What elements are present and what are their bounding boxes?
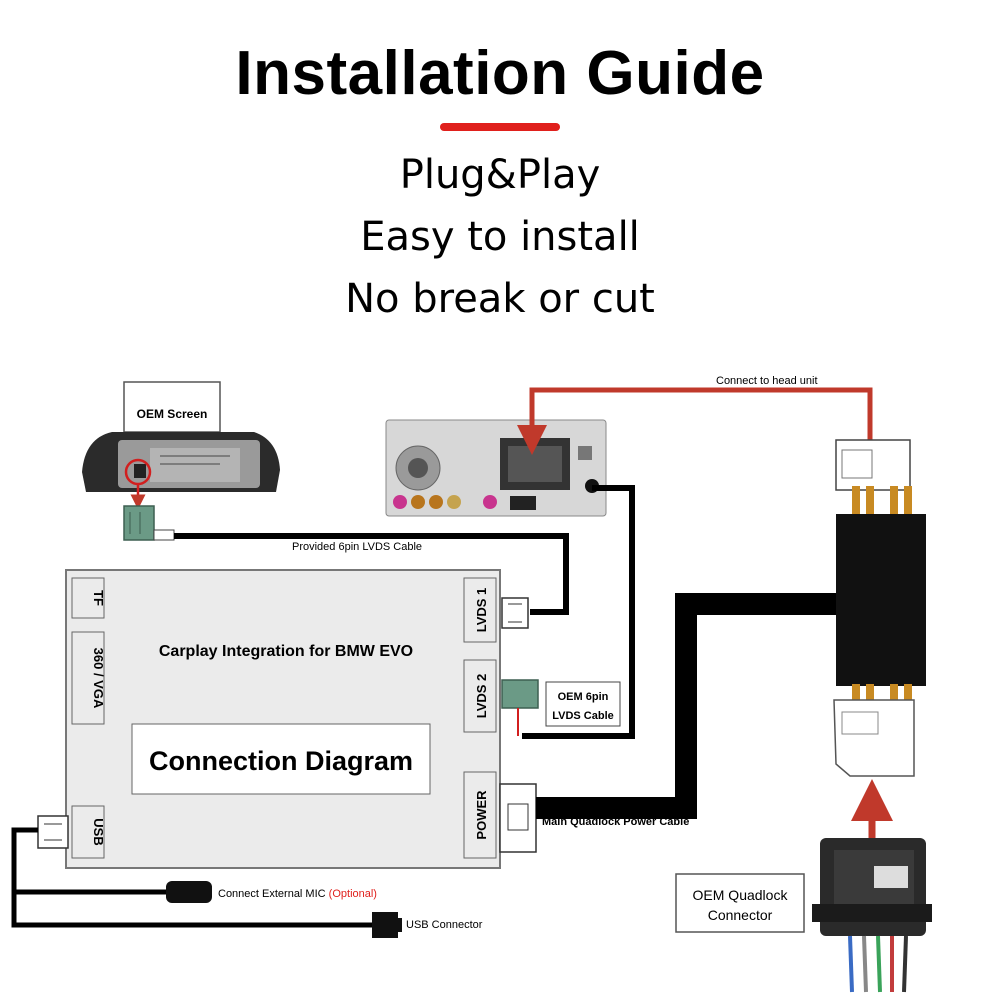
port-power: POWER: [474, 790, 489, 840]
oem-lvds-label-2: LVDS Cable: [552, 710, 614, 722]
power-connector: [499, 783, 537, 853]
usb-plug: [372, 912, 398, 938]
oem-lvds-label-1: OEM 6pin: [558, 691, 609, 703]
head-unit: [385, 419, 607, 517]
power-cable-label: Main Quadlock Power Cable: [542, 816, 689, 828]
power-cable: [536, 593, 842, 819]
port-360-vga: 360 / VGA: [91, 648, 106, 709]
port-lvds2: LVDS 2: [474, 674, 489, 719]
oem-screen-label: OEM Screen: [137, 407, 208, 421]
oem-screen: OEM Screen: [82, 381, 280, 510]
mic-label: Connect External MIC (Optional): [218, 888, 377, 900]
tagline-no-cut: No break or cut: [345, 276, 655, 322]
port-tf: TF: [91, 590, 106, 606]
head-unit-label: Connect to head unit: [716, 375, 818, 387]
head-unit-wire: [517, 387, 873, 455]
lvds-cable-label: Provided 6pin LVDS Cable: [292, 541, 422, 553]
quadlock-label-1: OEM Quadlock: [693, 887, 789, 903]
module-title: Carplay Integration for BMW EVO: [159, 643, 413, 660]
port-usb: USB: [91, 818, 106, 845]
tagline-easy-install: Easy to install: [360, 214, 640, 260]
quadlock-harness: [833, 439, 926, 777]
mic-jack: [166, 881, 212, 903]
quadlock-label-2: Connector: [708, 907, 773, 923]
tagline-plug-play: Plug&Play: [399, 152, 601, 198]
lvds1-connector: [501, 597, 529, 629]
usb-port-connector: [37, 815, 69, 849]
mic-optional: (Optional): [329, 888, 377, 900]
port-lvds1: LVDS 1: [474, 588, 489, 633]
page-title: Installation Guide: [235, 39, 765, 108]
lvds-plug-screen: [123, 505, 155, 541]
usb-connector-label: USB Connector: [406, 919, 483, 931]
usb-cable: [11, 827, 374, 928]
lvds-cable-provided: [174, 533, 569, 615]
mic-label-text: Connect External MIC: [218, 888, 326, 900]
lvds2-connector: [501, 679, 539, 709]
title-accent-bar: [440, 123, 560, 131]
carplay-module: Carplay Integration for BMW EVO Connecti…: [65, 569, 501, 869]
oem-quadlock-connector: [812, 838, 932, 993]
oem-lvds-cable: [522, 485, 635, 739]
connection-diagram-label: Connection Diagram: [149, 746, 413, 776]
